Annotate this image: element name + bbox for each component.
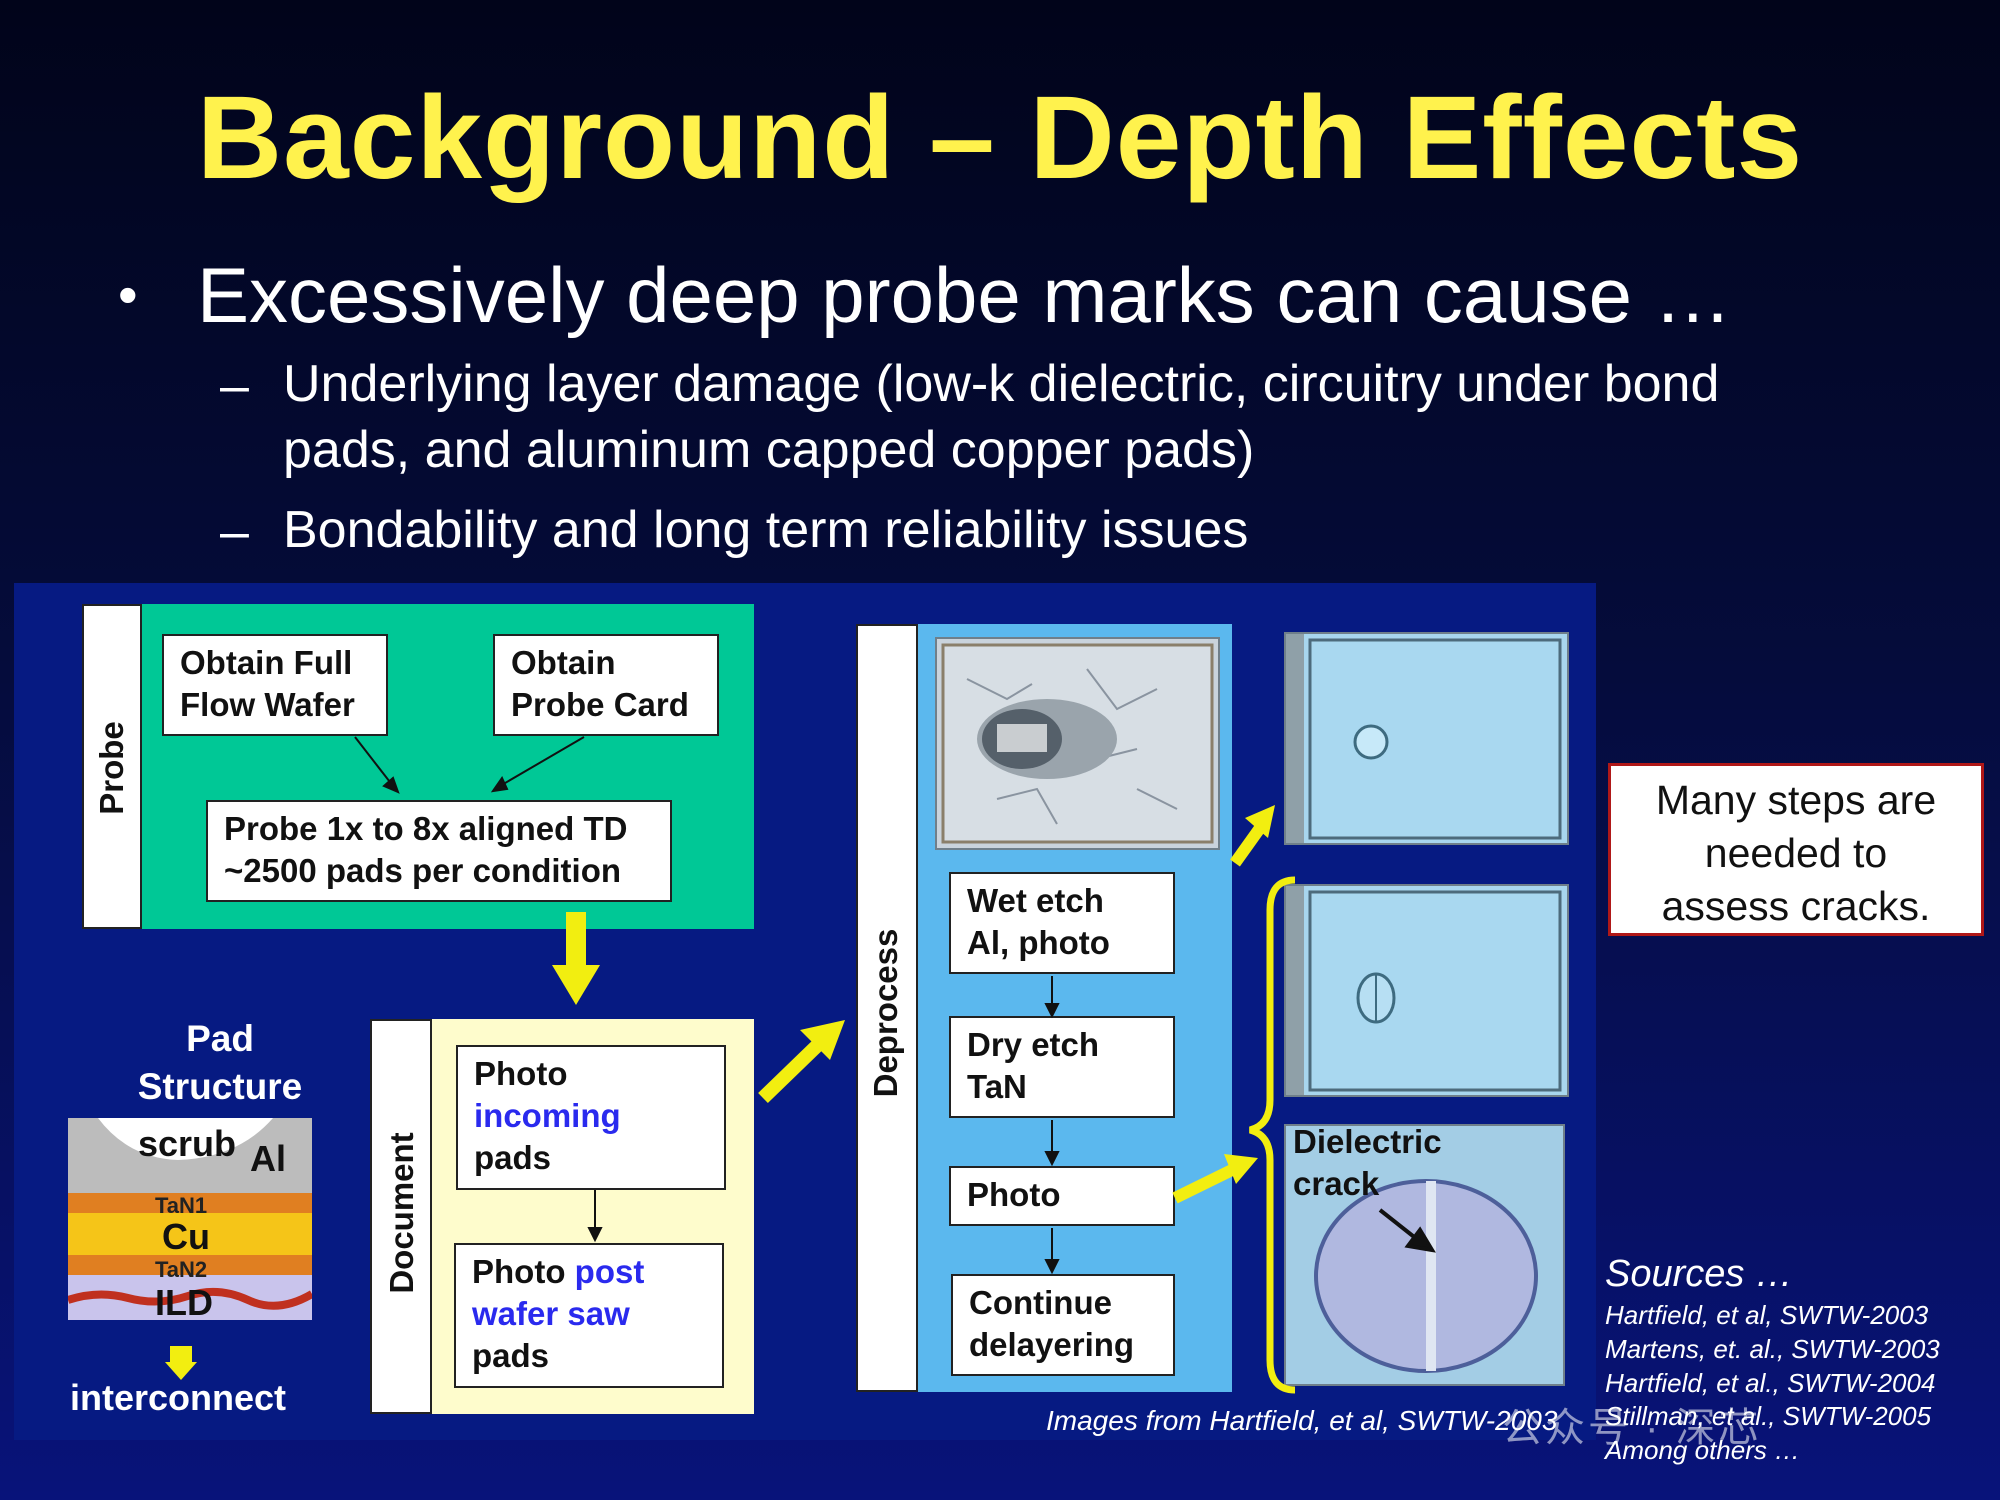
- micrograph-dry-etch-image: [1286, 886, 1562, 1095]
- crack-label-line1: Dielectric: [1293, 1123, 1442, 1160]
- watermark: 公众号 · 深芯: [1502, 1406, 1762, 1450]
- source-item: Among others …: [1605, 1435, 1801, 1465]
- pad-stack-illustration: [66, 1118, 315, 1320]
- tan2-label: TaN2: [155, 1257, 208, 1282]
- obtain-card-line1: Obtain: [511, 644, 616, 681]
- sub-bullet-1: Underlying layer damage (low-k dielectri…: [283, 351, 1719, 483]
- pad-stack-diagram: [66, 1118, 315, 1323]
- dry-etch-box: Dry etch TaN: [949, 1016, 1175, 1118]
- wafer-to-probe-arrow: [354, 736, 394, 787]
- obtain-card-box: Obtain Probe Card: [493, 634, 719, 736]
- sub-bullet-marker: –: [220, 503, 249, 561]
- callout-note-line3: assess cracks.: [1661, 883, 1931, 929]
- document-to-deprocess-arrow: [758, 1032, 830, 1104]
- sub-bullet-2: Bondability and long term reliability is…: [283, 501, 1249, 559]
- probe-section: Probe Obtain Full Flow Wafer Obtain Prob…: [82, 604, 754, 929]
- micrograph-after-etch-image: [1286, 634, 1562, 843]
- bullet-marker: •: [118, 263, 138, 326]
- pad-structure-title-line2: Structure: [137, 1066, 303, 1107]
- micrograph-dry-etch: [1284, 884, 1569, 1097]
- continue-delayering-line2: delayering: [969, 1326, 1135, 1363]
- photo-step-box: Photo: [949, 1166, 1175, 1226]
- crack-pointer-arrow: [1378, 1208, 1420, 1242]
- photo-to-continue-arrowhead: [1044, 1259, 1060, 1275]
- dry-to-photo-arrowhead: [1044, 1151, 1060, 1167]
- tan1-label: TaN1: [155, 1193, 208, 1218]
- photo-step-to-crack-arrow: [1172, 1164, 1235, 1204]
- slide-title: Background – Depth Effects: [196, 72, 1804, 204]
- card-to-probe-arrow: [499, 736, 585, 787]
- wafer-to-probe-arrowhead: [382, 776, 400, 794]
- dry-etch-line1: Dry etch: [967, 1026, 1100, 1063]
- incoming-to-postsaw-arrowhead: [587, 1227, 603, 1243]
- document-section: Document Photo incoming pads Photo post …: [370, 1019, 754, 1414]
- probe-mark-image: [941, 643, 1214, 844]
- cu-label: Cu: [162, 1216, 210, 1257]
- probe-step-line1: Probe 1x to 8x aligned TD: [224, 810, 628, 847]
- obtain-wafer-box: Obtain Full Flow Wafer: [162, 634, 388, 736]
- wet-etch-box: Wet etch Al, photo: [949, 872, 1175, 974]
- bullet-main-text: Excessively deep probe marks can cause …: [197, 251, 1732, 339]
- photo-incoming-line2: incoming: [474, 1097, 621, 1134]
- probe-label-stripe: [82, 604, 142, 929]
- document-to-deprocess-arrowhead: [800, 1020, 845, 1060]
- image-credit: Images from Hartfield, et al, SWTW-2003: [1046, 1405, 1558, 1436]
- crack-label-line2: crack: [1293, 1165, 1380, 1202]
- scrub-label: scrub: [138, 1123, 237, 1164]
- wet-etch-line2: Al, photo: [967, 924, 1110, 961]
- pad-structure-title: Pad Structure: [70, 1015, 370, 1111]
- dielectric-crack-image: [1286, 1126, 1563, 1384]
- source-item: Hartfield, et al., SWTW-2004: [1605, 1368, 1936, 1398]
- al-label: Al: [250, 1138, 286, 1179]
- obtain-card-line2: Probe Card: [511, 686, 689, 723]
- sources-title: Sources …: [1605, 1253, 1793, 1295]
- photo-to-etched-arrowhead: [1245, 805, 1275, 838]
- source-item: Martens, et. al., SWTW-2003: [1605, 1334, 1940, 1364]
- crack-pointer-arrowhead: [1404, 1226, 1436, 1253]
- photo-postsaw-word-post: post: [574, 1253, 645, 1290]
- pad-structure-title-line1: Pad: [186, 1018, 254, 1059]
- photo-postsaw-line2: wafer saw: [472, 1295, 630, 1332]
- micrograph-after-etch: [1284, 632, 1569, 845]
- probe-to-document-arrow: [566, 912, 586, 970]
- probe-mark-micrograph: [935, 637, 1220, 850]
- photo-postsaw-line3: pads: [472, 1337, 550, 1374]
- sub-bullet-1-line2: pads, and aluminum capped copper pads): [283, 421, 1255, 479]
- photo-step-to-crack-arrowhead: [1224, 1154, 1258, 1184]
- continue-delayering-line1: Continue: [969, 1284, 1112, 1321]
- wet-etch-line1: Wet etch: [967, 882, 1104, 919]
- callout-note-line2: needed to: [1704, 830, 1888, 876]
- photo-incoming-line3: pads: [474, 1139, 552, 1176]
- source-item: Stillman, et al., SWTW-2005: [1605, 1401, 1932, 1431]
- probe-step-line2: ~2500 pads per condition: [224, 852, 622, 889]
- obtain-wafer-line1: Obtain Full: [180, 644, 353, 681]
- sub-bullet-1-line1: Underlying layer damage (low-k dielectri…: [283, 355, 1720, 413]
- obtain-wafer-line2: Flow Wafer: [180, 686, 355, 723]
- document-label-stripe: [370, 1019, 432, 1414]
- wet-to-dry-arrowhead: [1044, 1003, 1060, 1019]
- interconnect-label: interconnect: [70, 1377, 287, 1418]
- sub-bullet-marker: –: [220, 357, 249, 415]
- dielectric-crack-label: Dielectric crack: [1293, 1121, 1442, 1205]
- card-to-probe-arrowhead: [490, 775, 509, 793]
- continue-delayering-box: Continue delayering: [951, 1274, 1175, 1376]
- callout-note: Many steps are needed to assess cracks.: [1608, 763, 1984, 936]
- photo-postsaw-word-photo: Photo: [472, 1253, 566, 1290]
- photo-to-etched-arrow: [1230, 824, 1265, 867]
- probe-step-box: Probe 1x to 8x aligned TD ~2500 pads per…: [206, 800, 672, 902]
- interconnect-arrow: [165, 1346, 197, 1380]
- photo-postsaw-box: Photo post wafer saw pads: [454, 1243, 724, 1388]
- results-brace: [1248, 876, 1296, 1394]
- deprocess-label-stripe: [856, 624, 918, 1392]
- source-item: Hartfield, et al, SWTW-2003: [1605, 1300, 1929, 1330]
- photo-incoming-box: Photo incoming pads: [456, 1045, 726, 1190]
- probe-to-document-arrowhead: [552, 965, 600, 1005]
- dry-etch-line2: TaN: [967, 1068, 1027, 1105]
- dielectric-crack-micrograph: [1284, 1124, 1565, 1386]
- photo-step-line1: Photo: [967, 1176, 1061, 1213]
- ild-label: ILD: [155, 1282, 213, 1323]
- callout-note-line1: Many steps are: [1655, 777, 1937, 823]
- photo-incoming-line1: Photo: [474, 1055, 568, 1092]
